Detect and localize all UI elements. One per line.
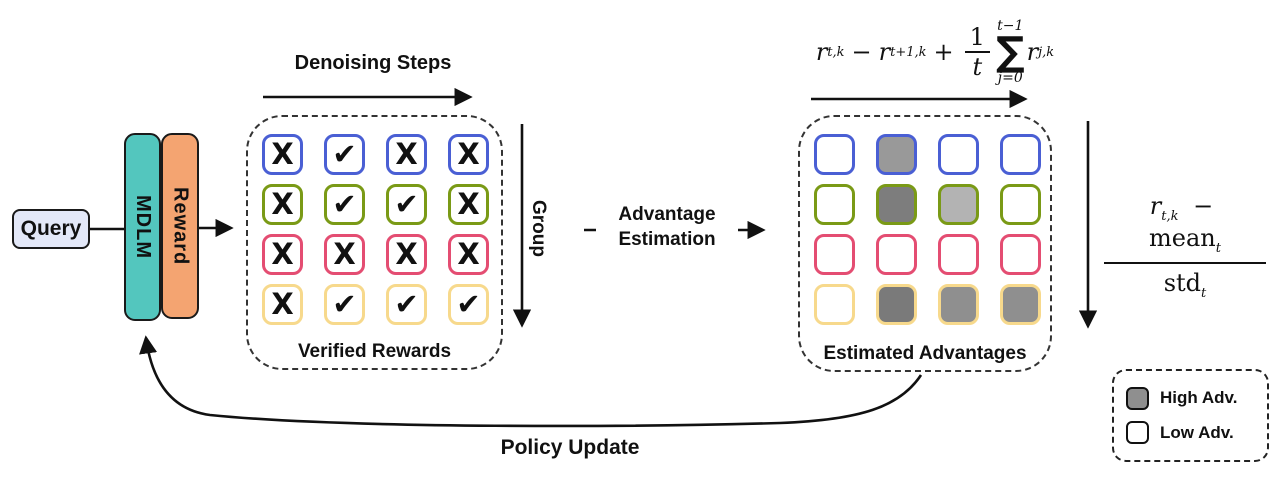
- verified-grid-cell-r3-c1: X: [262, 234, 303, 275]
- formula-one-over-t: 1 t: [964, 23, 990, 81]
- verified-grid-cell-r4-c1: X: [262, 284, 303, 325]
- high-adv-label: High Adv.: [1160, 388, 1238, 408]
- formula-frac-den: t: [972, 53, 983, 81]
- mdlm-label: MDLM: [132, 195, 154, 259]
- verified-grid-cell-r4-c2: ✔: [324, 284, 365, 325]
- low-adv-label: Low Adv.: [1160, 422, 1234, 442]
- verified-grid-cell-r1-c3: X: [386, 134, 427, 175]
- normalize-mean-sub: t: [1215, 240, 1221, 256]
- formula-r1: r: [815, 38, 828, 66]
- estimated-advantages-label: Estimated Advantages: [823, 343, 1027, 364]
- advantage-grid-cell-r3-c2: [876, 234, 917, 275]
- formula-r3: r: [1026, 38, 1039, 66]
- advantage-grid-cell-r3-c1: [814, 234, 855, 275]
- advantage-estimation-line2: Estimation: [618, 228, 716, 250]
- verified-grid-cell-r4-c3: ✔: [386, 284, 427, 325]
- advantage-grid-cell-r2-c1: [814, 184, 855, 225]
- advantage-grid-cell-r4-c1: [814, 284, 855, 325]
- normalize-formula: rt,k − meant stdt: [1104, 192, 1266, 300]
- reward-label: Reward: [169, 186, 192, 266]
- normalize-std: std: [1163, 268, 1202, 297]
- formula-r3-sub: j,k: [1038, 44, 1055, 60]
- formula-r2: r: [878, 38, 891, 66]
- formula-minus: −: [851, 38, 872, 66]
- verified-grid-cell-r1-c2: ✔: [324, 134, 365, 175]
- high-adv-swatch: [1126, 386, 1149, 410]
- formula-sum-lower: j=0: [997, 70, 1023, 86]
- advantage-grid-cell-r1-c3: [938, 134, 979, 175]
- low-adv-swatch: [1126, 421, 1149, 445]
- formula-plus: +: [933, 38, 954, 66]
- advantage-grid-cell-r1-c2: [876, 134, 917, 175]
- policy-update-label: Policy Update: [500, 436, 640, 459]
- advantage-grid-cell-r4-c4: [1000, 284, 1041, 325]
- formula-frac-num: 1: [964, 23, 990, 53]
- advantage-grid-cell-r3-c4: [1000, 234, 1041, 275]
- denoising-steps-label: Denoising Steps: [294, 52, 452, 74]
- advantage-grid-cell-r3-c3: [938, 234, 979, 275]
- legend-box: High Adv. Low Adv.: [1112, 369, 1269, 462]
- verified-grid-cell-r2-c4: X: [448, 184, 489, 225]
- verified-grid-cell-r2-c3: ✔: [386, 184, 427, 225]
- advantage-estimation-label: Advantage Estimation: [596, 203, 738, 253]
- advantage-grid-cell-r1-c4: [1000, 134, 1041, 175]
- verified-grid-cell-r3-c3: X: [386, 234, 427, 275]
- advantage-grid-cell-r4-c2: [876, 284, 917, 325]
- legend-item-low-adv: Low Adv.: [1126, 421, 1255, 445]
- verified-rewards-label: Verified Rewards: [297, 341, 452, 362]
- verified-grid-cell-r2-c1: X: [262, 184, 303, 225]
- estimated-advantages-box: Estimated Advantages: [798, 115, 1052, 372]
- reward-pill: Reward: [161, 133, 199, 319]
- normalize-std-sub: t: [1201, 285, 1207, 301]
- verified-grid-cell-r3-c2: X: [324, 234, 365, 275]
- normalize-r: r: [1149, 192, 1162, 220]
- estimated-advantages-grid: [814, 134, 1041, 325]
- advantage-grid-cell-r4-c3: [938, 284, 979, 325]
- query-label: Query: [20, 217, 82, 240]
- verified-grid-cell-r3-c4: X: [448, 234, 489, 275]
- group-label-wrap: Group: [527, 180, 549, 276]
- advantage-grid-cell-r2-c2: [876, 184, 917, 225]
- verified-grid-cell-r2-c2: ✔: [324, 184, 365, 225]
- normalize-denominator: stdt: [1104, 264, 1266, 301]
- query-box: Query: [12, 209, 90, 249]
- formula-r2-sub: t+1,k: [890, 44, 927, 60]
- normalize-r-sub: t,k: [1161, 208, 1179, 224]
- formula-sum-upper: t−1: [997, 18, 1024, 34]
- formula-r1-sub: t,k: [827, 44, 845, 60]
- mdlm-pill: MDLM: [124, 133, 161, 321]
- verified-grid-cell-r4-c4: ✔: [448, 284, 489, 325]
- normalize-minus: −: [1193, 192, 1214, 220]
- advantage-estimation-line1: Advantage: [618, 204, 716, 225]
- normalize-mean: mean: [1149, 223, 1216, 252]
- formula-summation: t−1 ∑ j=0: [996, 19, 1025, 85]
- legend-item-high-adv: High Adv.: [1126, 386, 1255, 410]
- advantage-grid-cell-r1-c1: [814, 134, 855, 175]
- advantage-grid-cell-r2-c3: [938, 184, 979, 225]
- verified-grid-cell-r1-c1: X: [262, 134, 303, 175]
- advantage-grid-cell-r2-c4: [1000, 184, 1041, 225]
- normalize-numerator: rt,k − meant: [1104, 192, 1266, 264]
- group-label: Group: [528, 199, 549, 257]
- sigma-symbol: ∑: [995, 29, 1025, 75]
- verified-grid-cell-r1-c4: X: [448, 134, 489, 175]
